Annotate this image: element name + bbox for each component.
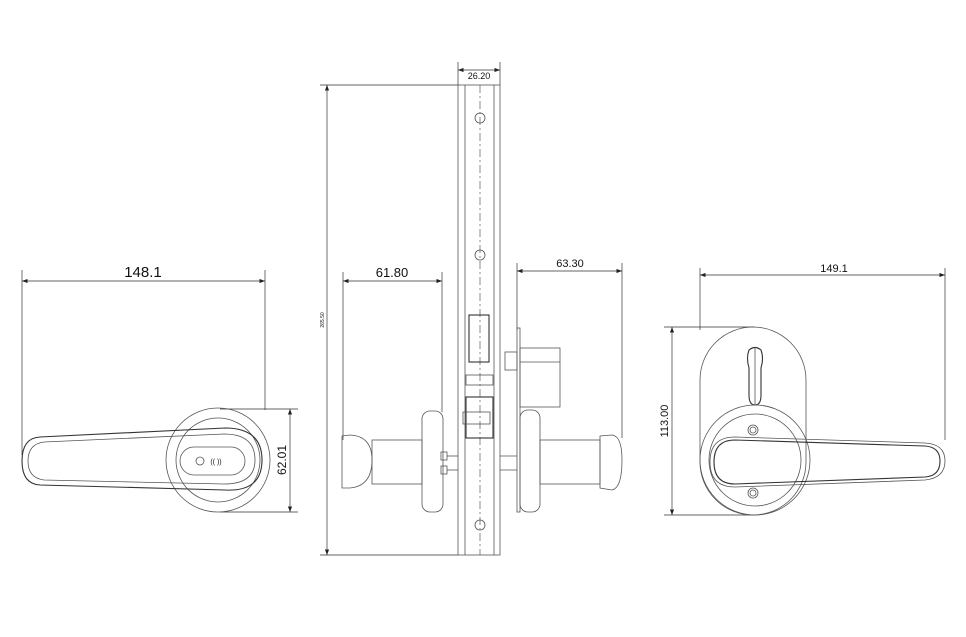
dimension-label: 148.1	[124, 264, 162, 281]
dimension-label: 149.1	[820, 263, 848, 275]
faceplate	[457, 84, 501, 556]
lever-handle	[709, 436, 946, 488]
dimension-label: 265.50	[320, 312, 326, 328]
back-view-keyhole-side: 149.1 113.00	[659, 263, 946, 516]
mount-plate	[516, 327, 521, 513]
left-rose	[421, 410, 444, 513]
right-rose	[519, 409, 541, 513]
dimension-label: 113.00	[659, 405, 671, 438]
svg-text:(( )): (( ))	[210, 459, 221, 466]
rose	[699, 404, 811, 516]
dimension-label: 62.01	[275, 445, 289, 475]
right-knob	[539, 439, 601, 485]
dimension-label: 61.80	[376, 265, 409, 280]
front-view-card-side: 148.1 62.01 (( ))	[21, 264, 298, 513]
latch	[468, 314, 490, 363]
left-knob	[341, 434, 373, 489]
side-view: 265.50 26.20 61.80 63.30	[320, 62, 623, 556]
dimension-label: 26.20	[468, 71, 491, 81]
keyhole	[746, 346, 764, 406]
rose	[165, 407, 271, 513]
lever-handle	[21, 427, 263, 491]
deadbolt	[465, 396, 494, 439]
dimension-label: 63.30	[556, 258, 584, 270]
card-reader-logo	[179, 446, 246, 476]
cylinder-module	[519, 347, 561, 408]
